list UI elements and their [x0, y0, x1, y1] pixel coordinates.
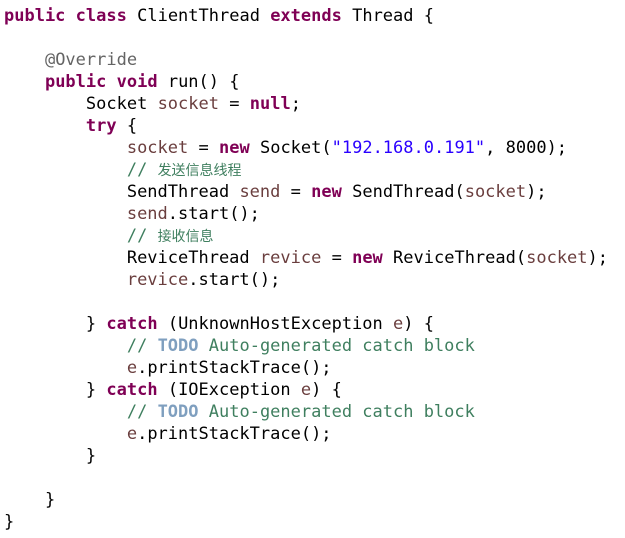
keyword-extends: extends: [270, 6, 342, 26]
type-name: ReviceThread: [126, 248, 250, 268]
comment-text: Auto-generated catch block: [208, 402, 475, 422]
comment-marker: //: [126, 160, 148, 180]
code-line-blank: [4, 467, 625, 489]
call-args: , 8000);: [485, 138, 568, 158]
variable-name: send: [239, 182, 281, 202]
todo-tag: TODO: [157, 402, 199, 422]
keyword-new: new: [219, 138, 250, 158]
keyword-new: new: [311, 182, 342, 202]
constructor-call: SendThread(: [352, 182, 465, 202]
argument-variable: socket: [526, 248, 588, 268]
method-call: .start();: [188, 270, 281, 290]
code-line-print-stack-trace: e.printStackTrace();: [4, 357, 625, 379]
code-line-try: try {: [4, 115, 625, 137]
semicolon: ;: [290, 94, 301, 114]
method-signature: run() {: [167, 72, 240, 92]
code-line-comment-send: // 发送信息线程: [4, 159, 625, 181]
method-call: .printStackTrace();: [137, 358, 332, 378]
variable-name: e: [126, 358, 138, 378]
code-line-run-declaration: public void run() {: [4, 71, 625, 93]
variable-name: send: [126, 204, 168, 224]
operator: =: [198, 138, 209, 158]
comment-text: Auto-generated catch block: [208, 336, 475, 356]
code-line-close-method: }: [4, 489, 625, 511]
catch-close: ) {: [311, 380, 342, 400]
comment-text: 接收信息: [157, 229, 214, 245]
argument-variable: socket: [464, 182, 527, 202]
exception-type: (UnknownHostException: [167, 314, 383, 334]
override-annotation: @Override: [44, 50, 138, 70]
code-line-print-stack-trace: e.printStackTrace();: [4, 423, 625, 445]
code-line-override: @Override: [4, 49, 625, 71]
variable-name: revice: [126, 270, 189, 290]
class-name: ClientThread: [137, 6, 260, 26]
code-line-revice-start: revice.start();: [4, 269, 625, 291]
code-line-revice-declaration: ReviceThread revice = new ReviceThread(s…: [4, 247, 625, 269]
code-line-comment-receive: // 接收信息: [4, 225, 625, 247]
todo-tag: TODO: [157, 336, 199, 356]
close-brace: }: [85, 446, 97, 466]
code-line-catch-io: } catch (IOException e) {: [4, 379, 625, 401]
keyword-void: void: [116, 72, 158, 92]
code-line-send-start: send.start();: [4, 203, 625, 225]
keyword-new: new: [352, 248, 383, 268]
operator: =: [229, 94, 240, 114]
keyword-catch: catch: [106, 314, 158, 334]
code-line-blank: [4, 27, 625, 49]
code-line-send-declaration: SendThread send = new SendThread(socket)…: [4, 181, 625, 203]
variable-name: revice: [259, 248, 322, 268]
operator: =: [331, 248, 342, 268]
comment-marker: //: [126, 336, 148, 356]
code-line-todo-comment: // TODO Auto-generated catch block: [4, 401, 625, 423]
keyword-catch: catch: [106, 380, 158, 400]
comment-marker: //: [126, 226, 148, 246]
close-brace: }: [85, 314, 97, 334]
string-literal: "192.168.0.191": [331, 138, 486, 158]
open-brace: {: [126, 116, 138, 136]
open-brace: {: [423, 6, 435, 26]
exception-type: (IOException: [167, 380, 291, 400]
keyword-try: try: [85, 116, 117, 136]
keyword-null: null: [249, 94, 291, 114]
type-name: SendThread: [126, 182, 230, 202]
operator: =: [290, 182, 301, 202]
code-line-catch-unknown-host: } catch (UnknownHostException e) {: [4, 313, 625, 335]
type-name: Socket: [85, 94, 148, 114]
catch-close: ) {: [403, 314, 434, 334]
code-line-close-class: }: [4, 511, 625, 533]
comment-text: 发送信息线程: [157, 163, 242, 179]
code-line-blank: [4, 291, 625, 313]
comment-marker: //: [126, 402, 148, 422]
variable-name: socket: [157, 94, 219, 114]
code-line-class-declaration: public class ClientThread extends Thread…: [4, 5, 625, 27]
method-call: .start();: [167, 204, 260, 224]
keyword-public: public: [4, 6, 66, 26]
code-line-todo-comment: // TODO Auto-generated catch block: [4, 335, 625, 357]
parent-class-name: Thread: [352, 6, 414, 26]
close-brace: }: [85, 380, 97, 400]
close-brace: }: [44, 490, 56, 510]
code-line-close-catch: }: [4, 445, 625, 467]
call-close: );: [587, 248, 609, 268]
code-line-socket-assign: socket = new Socket("192.168.0.191", 800…: [4, 137, 625, 159]
code-line-socket-declaration: Socket socket = null;: [4, 93, 625, 115]
variable-name: e: [126, 424, 138, 444]
constructor-call: ReviceThread(: [393, 248, 527, 268]
call-close: );: [526, 182, 547, 202]
close-brace: }: [4, 512, 15, 532]
method-call: .printStackTrace();: [137, 424, 332, 444]
variable-name: socket: [126, 138, 189, 158]
constructor-call: Socket(: [259, 138, 332, 158]
variable-name: e: [300, 380, 312, 400]
keyword-public: public: [44, 72, 107, 92]
variable-name: e: [393, 314, 404, 334]
keyword-class: class: [75, 6, 127, 26]
